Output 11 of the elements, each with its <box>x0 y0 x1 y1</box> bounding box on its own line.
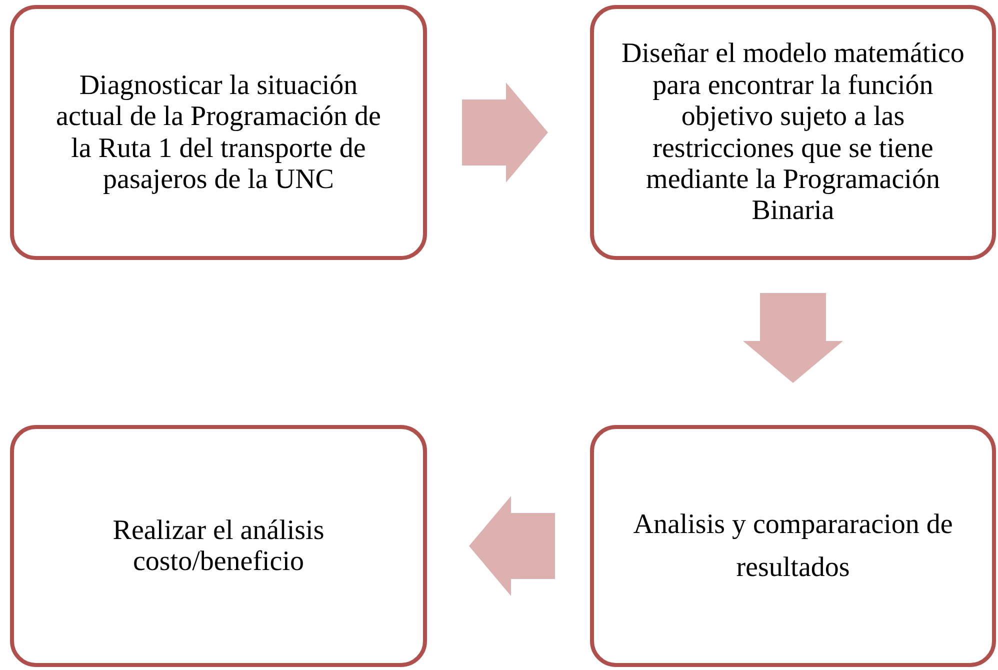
process-box <box>10 5 427 260</box>
process-box <box>590 5 996 260</box>
process-box <box>590 425 996 667</box>
arrow <box>743 293 843 383</box>
step-text: Diseñar el modelo matemático para encontrar la función objetivo sujeto a las restricciones que se tiene mediante la Programación Binaria <box>620 38 966 227</box>
step-text: Diagnosticar la situación actual de la Programación de la Ruta 1 del transporte de pasajeros de la UNC <box>56 70 381 196</box>
process-box <box>10 425 427 667</box>
step-text: Analisis y compararacion de resultados <box>632 508 954 585</box>
arrow <box>462 82 548 182</box>
arrow <box>469 496 555 596</box>
step-text: Realizar el análisis costo/beneficio <box>112 514 326 578</box>
